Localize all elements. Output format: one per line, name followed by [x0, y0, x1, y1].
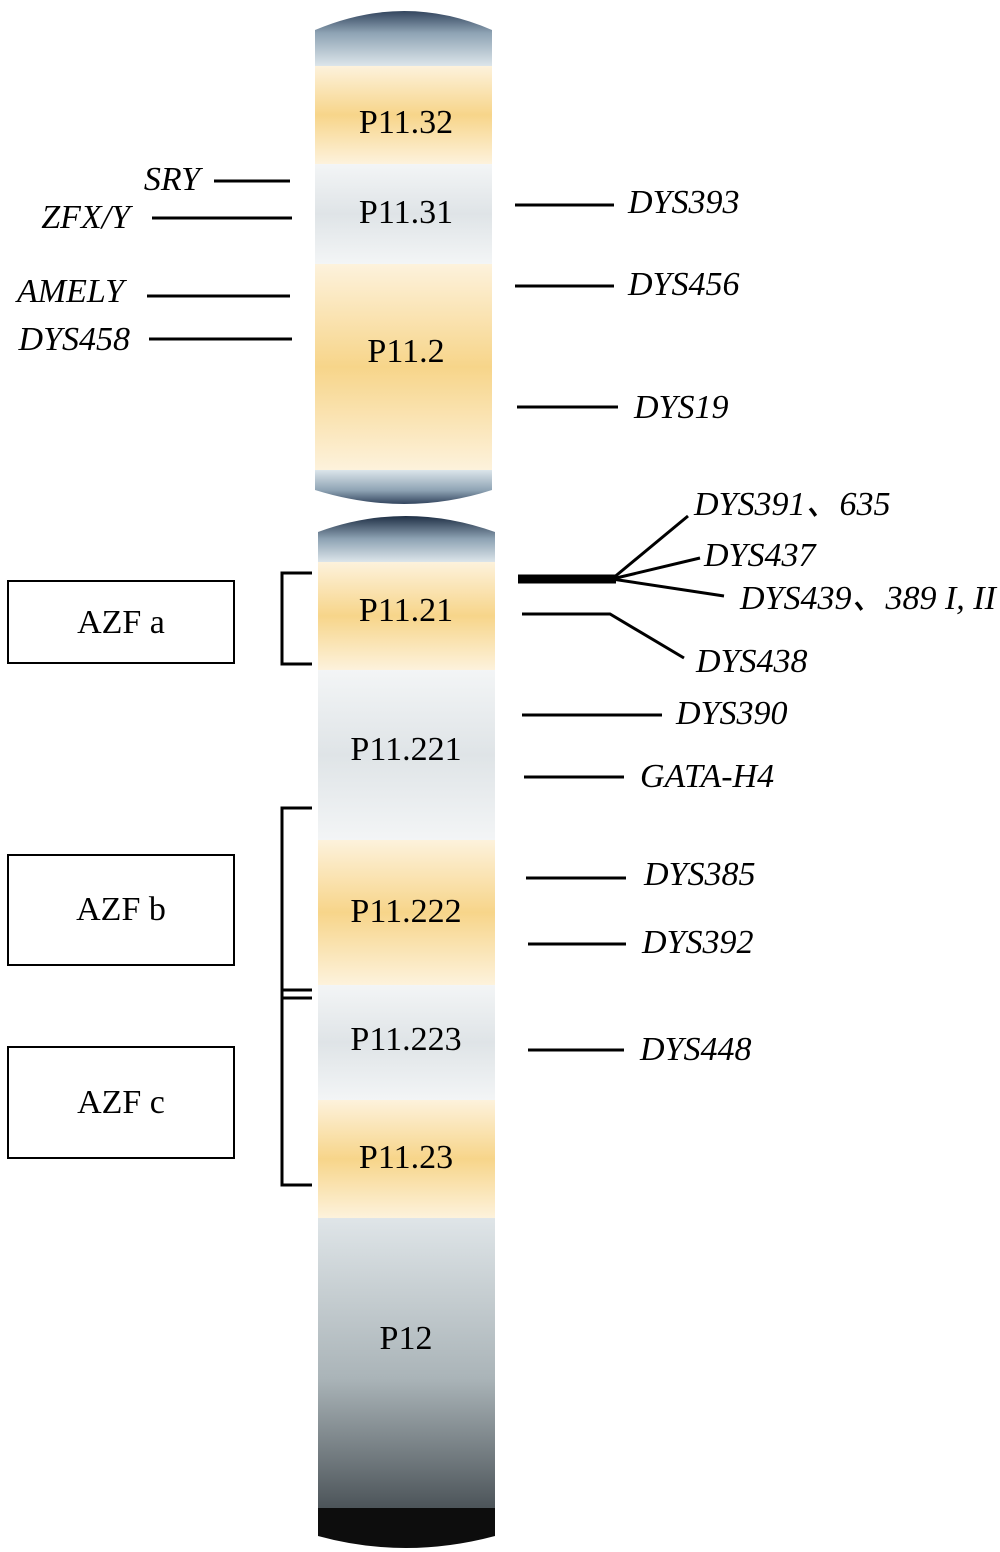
- azf-c-box: [7, 1046, 235, 1159]
- marker-branch: [611, 556, 701, 581]
- band-p11222: [318, 840, 495, 985]
- band-label: P11.31: [359, 194, 453, 231]
- marker-label: ZFX/Y: [41, 199, 133, 236]
- band-label: P11.2: [367, 333, 444, 370]
- marker-label: DYS390: [675, 695, 787, 732]
- band-label: P11.223: [350, 1021, 461, 1058]
- band-p1132: [315, 66, 492, 164]
- azf-label: AZF a: [77, 604, 165, 641]
- marker-label: DYS448: [639, 1031, 751, 1068]
- band-p1123: [318, 1100, 495, 1218]
- azf-b-box: [7, 854, 235, 966]
- marker-branch: [611, 514, 689, 581]
- band-p112: [315, 264, 492, 470]
- marker-label: DYS385: [643, 856, 755, 893]
- marker-label: DYS456: [627, 266, 739, 303]
- marker-label: SRY: [144, 161, 203, 198]
- marker-label: DYS438: [695, 643, 807, 680]
- band-p11221: [318, 670, 495, 840]
- marker-label: AMELY: [15, 273, 127, 310]
- band-label: P11.222: [350, 893, 461, 930]
- band-label: P11.221: [350, 731, 461, 768]
- marker-label: DYS439、389 I, II: [739, 580, 998, 617]
- azf-b-bracket: [280, 806, 312, 1000]
- band-label: P12: [380, 1320, 433, 1357]
- band-p1131: [315, 164, 492, 264]
- band-p12: [318, 1218, 495, 1510]
- top-cap: [315, 11, 492, 66]
- marker-label: DYS19: [633, 389, 728, 426]
- azf-c-bracket: [280, 988, 312, 1187]
- marker-label: DYS458: [18, 321, 130, 358]
- marker-label: DYS393: [627, 184, 739, 221]
- marker-tick: [522, 612, 685, 660]
- azf-a-box: [7, 580, 235, 664]
- band-label: P11.32: [359, 104, 453, 141]
- band-p11223: [318, 985, 495, 1100]
- centromere-lower: [318, 516, 495, 562]
- marker-label: DYS392: [641, 924, 753, 961]
- marker-label: GATA-H4: [640, 758, 774, 795]
- band-p1121: [318, 562, 495, 670]
- azf-a-bracket: [280, 571, 312, 666]
- azf-label: AZF b: [76, 891, 166, 928]
- band-label: P11.23: [359, 1139, 453, 1176]
- marker-label: DYS391、635: [693, 486, 890, 523]
- band-label: P11.21: [359, 592, 453, 629]
- marker-branch: [611, 577, 725, 598]
- azf-label: AZF c: [77, 1084, 165, 1121]
- centromere-upper: [315, 470, 492, 504]
- marker-label: DYS437: [703, 537, 817, 574]
- bottom-cap: [318, 1508, 495, 1548]
